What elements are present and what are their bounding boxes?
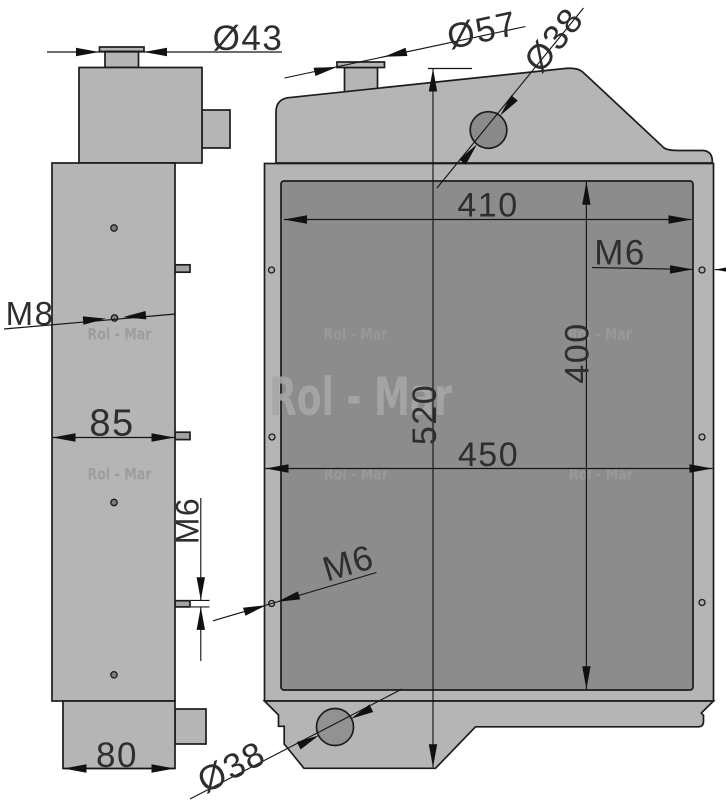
- arrowhead: [196, 606, 205, 630]
- arrowhead: [76, 47, 99, 57]
- watermark-small-5: Rol - Mar: [324, 465, 388, 484]
- dim-label-overall-height: 520: [406, 384, 444, 445]
- front-core: [280, 180, 694, 691]
- watermarks: Rol - Mar Rol - Mar Rol - Mar Rol - Mar …: [88, 325, 634, 484]
- side-body: [51, 162, 176, 702]
- arrowhead: [428, 68, 438, 92]
- dim-label-thread-m6-right: M6: [594, 234, 646, 273]
- dim-label-neck-front: Ø57: [444, 4, 521, 57]
- side-view: [51, 46, 231, 770]
- watermark-small-1: Rol - Mar: [88, 325, 152, 344]
- dim-label-core-height: 400: [559, 322, 597, 383]
- frame-hole-left-1: [267, 266, 276, 274]
- front-view: [262, 61, 716, 770]
- arrowhead: [714, 265, 726, 274]
- side-hole-4: [110, 670, 118, 679]
- dim-label-neck-side: Ø43: [213, 19, 284, 58]
- arrowhead: [196, 577, 205, 601]
- watermark-small-6: Rol - Mar: [569, 465, 633, 484]
- frame-hole-right-1: [698, 266, 706, 274]
- frame-hole-left-2: [268, 433, 276, 441]
- watermark-small-3: Rol - Mar: [568, 325, 632, 344]
- front-bottom-tank: [262, 700, 716, 770]
- side-stud-tab-3: [174, 599, 191, 608]
- side-top-outlet: [201, 109, 231, 149]
- frame-hole-right-3: [698, 598, 706, 607]
- front-tank-hole: [469, 110, 508, 150]
- frame-hole-right-2: [698, 433, 706, 441]
- arrowhead: [383, 47, 408, 61]
- side-bottom-outlet: [174, 708, 207, 745]
- side-stud-tab-1: [174, 263, 191, 274]
- watermark-large: Rol - Mar: [269, 367, 452, 428]
- dim-label-bottom-depth: 80: [96, 736, 138, 775]
- dim-label-body-depth: 85: [89, 403, 134, 445]
- dim-label-core-width: 410: [457, 187, 518, 225]
- side-filler-neck: [104, 50, 140, 69]
- dim-label-overall-width: 450: [458, 436, 519, 474]
- arrowhead: [144, 47, 167, 57]
- side-hole-1: [110, 224, 118, 232]
- side-top-tank: [78, 66, 203, 164]
- side-stud-tab-2: [174, 431, 191, 441]
- dim-label-thread-m8: M8: [6, 295, 55, 332]
- front-bottom-outlet: [315, 707, 355, 747]
- watermark-small-2: Rol - Mar: [324, 325, 388, 344]
- dim-label-stud-side: M6: [170, 497, 206, 544]
- side-hole-2: [110, 314, 119, 322]
- arrowhead: [313, 62, 338, 77]
- watermark-small-4: Rol - Mar: [88, 465, 152, 484]
- side-hole-3: [110, 498, 118, 507]
